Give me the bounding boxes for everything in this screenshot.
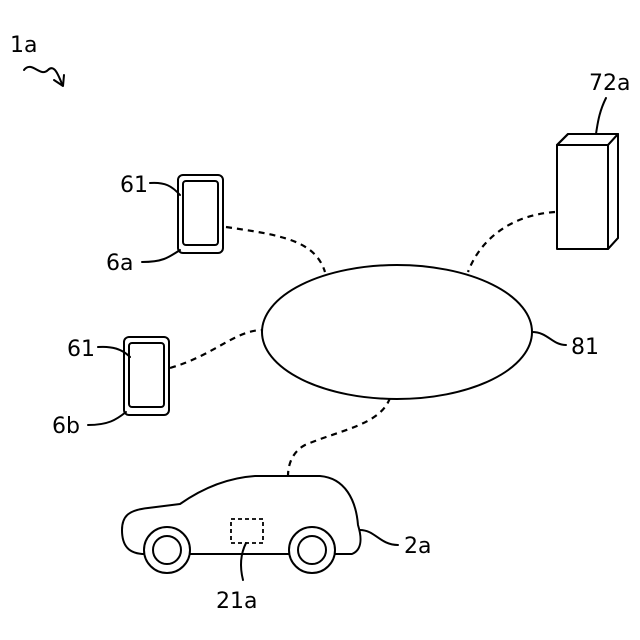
system-label: 1a	[10, 33, 37, 58]
link-6a-network	[226, 227, 325, 272]
server-box-front	[557, 145, 608, 249]
display-6a-label: 61	[120, 173, 148, 198]
vehicle-label: 2a	[404, 534, 431, 559]
terminal-6a-screen	[183, 181, 218, 245]
terminal-6b-label: 6b	[52, 414, 80, 439]
server-leader	[596, 98, 606, 134]
link-6b-network	[170, 330, 263, 368]
terminal-6b-leader	[88, 412, 126, 425]
vehicle-front-wheel-inner	[153, 536, 181, 564]
display-6a-leader	[150, 183, 180, 195]
system-reference: 1a	[10, 33, 64, 86]
network-leader	[532, 332, 566, 345]
vehicle-2a: 21a 2a	[122, 476, 431, 614]
vehicle-rear-wheel-inner	[298, 536, 326, 564]
terminal-6b: 61 6b	[52, 337, 169, 439]
terminal-6a-leader	[142, 250, 180, 262]
vehicle-unit-label: 21a	[216, 589, 257, 614]
terminal-6a: 61 6a	[106, 173, 223, 276]
display-6b-label: 61	[67, 337, 95, 362]
network-label: 81	[571, 335, 599, 360]
server-72a: 72a	[557, 71, 630, 249]
terminal-6a-label: 6a	[106, 251, 133, 276]
vehicle-leader	[360, 530, 398, 545]
link-vehicle-network	[288, 398, 390, 476]
terminal-6b-screen	[129, 343, 164, 407]
server-label: 72a	[589, 71, 630, 96]
network-81: 81	[262, 265, 599, 399]
network-ellipse	[262, 265, 532, 399]
link-server-network	[468, 212, 555, 272]
